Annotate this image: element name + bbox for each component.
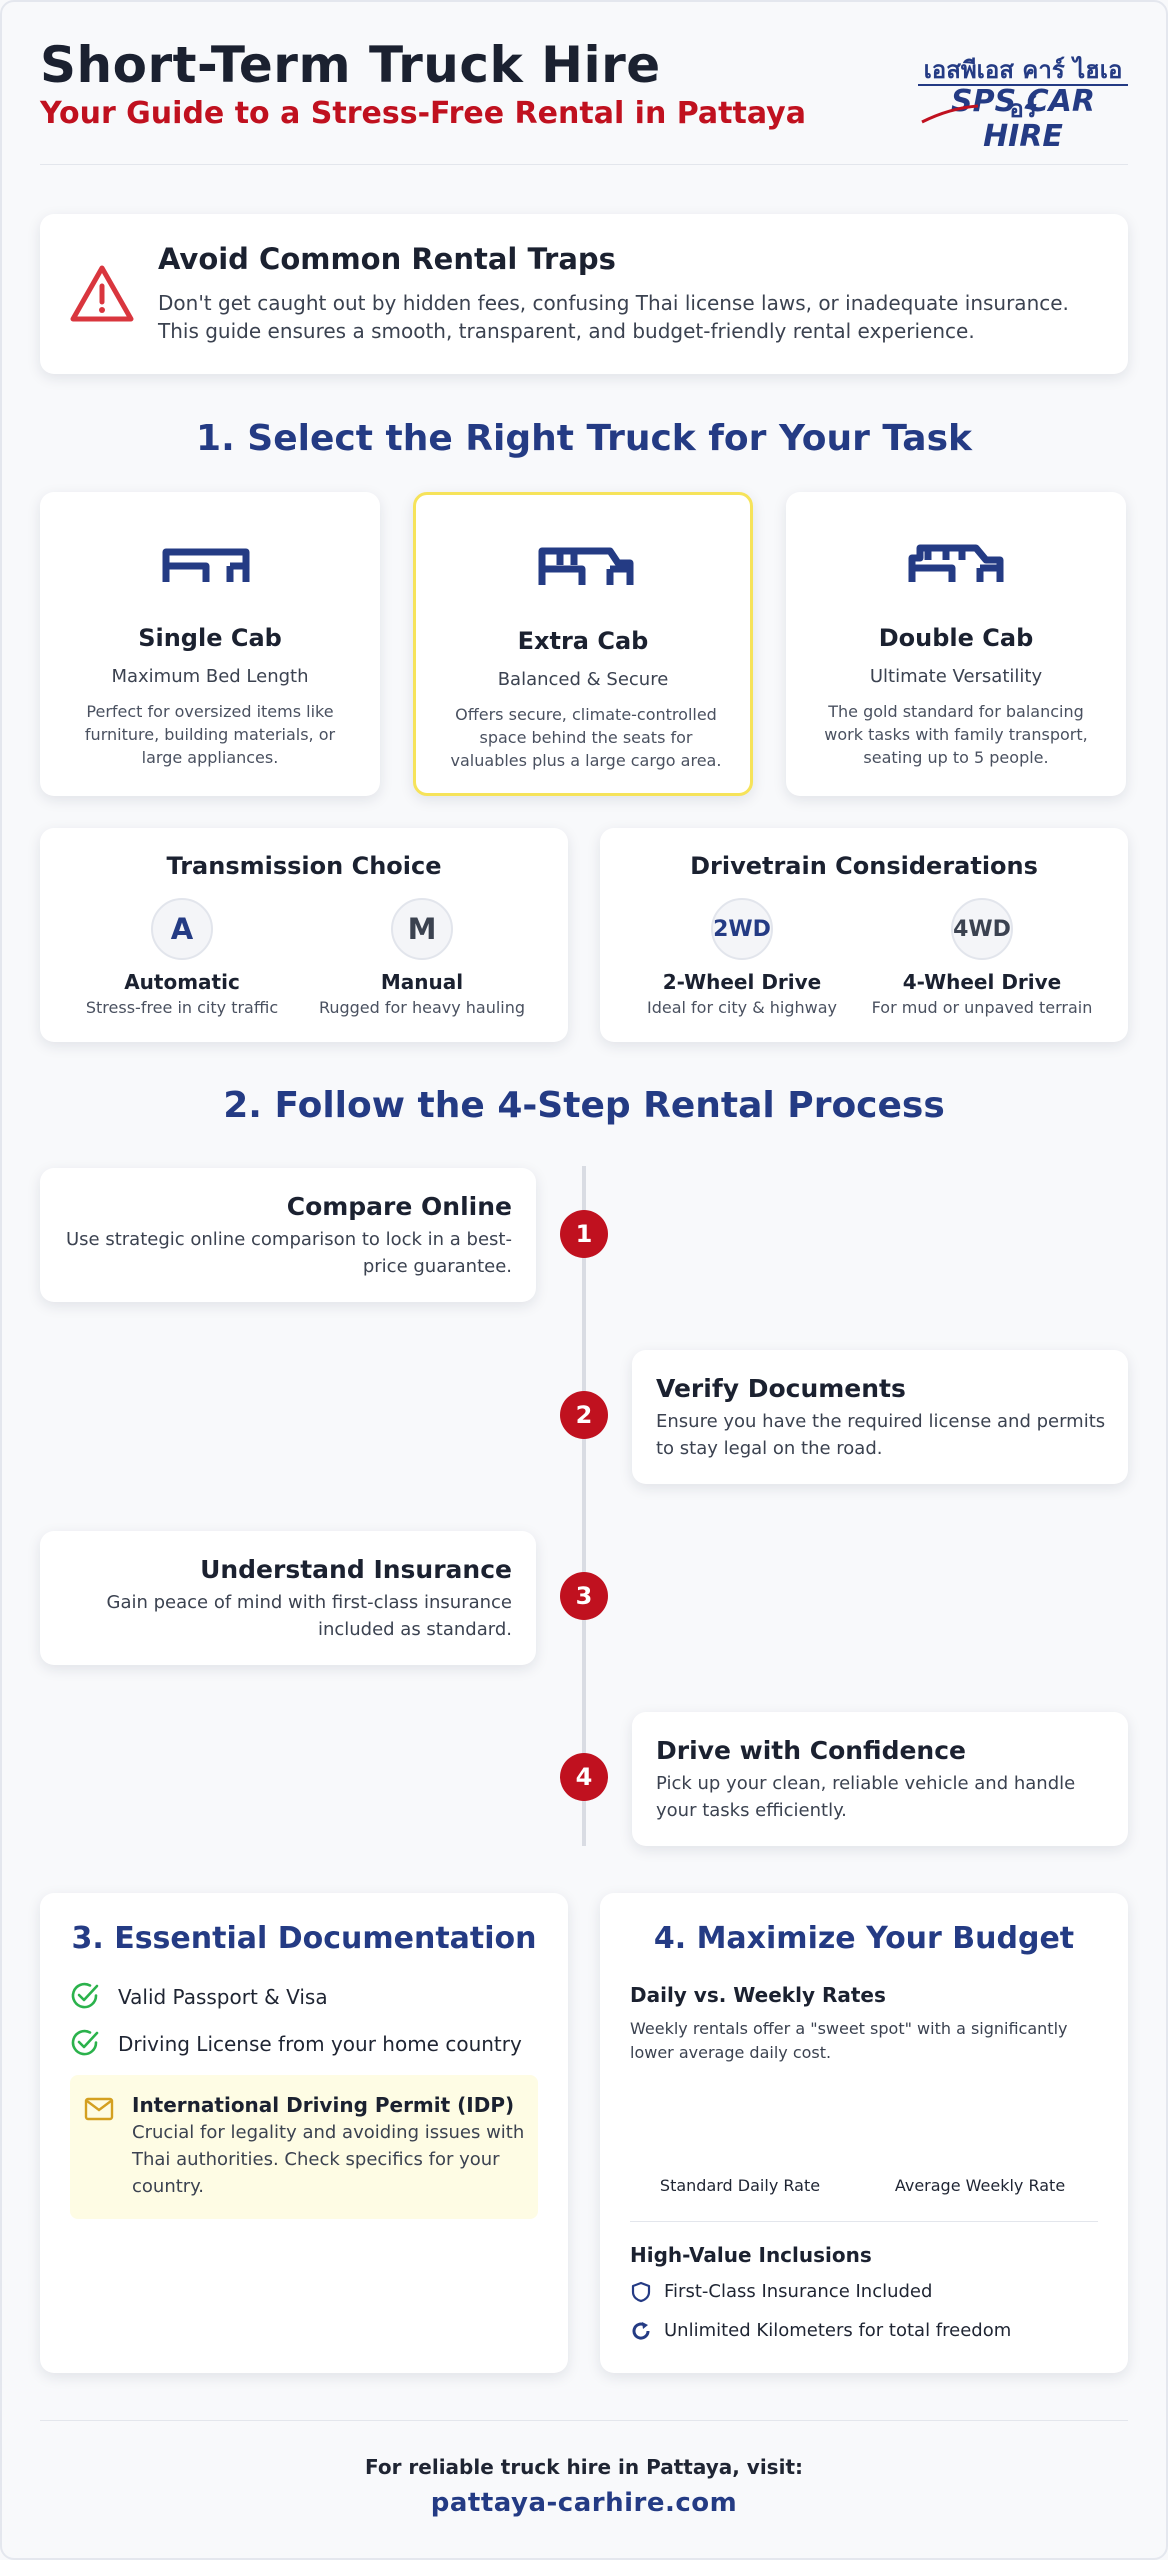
rates-text: Weekly rentals offer a "sweet spot" with… xyxy=(630,2019,1068,2062)
drivetrain-option-2wd[interactable]: 2WD 2-Wheel Drive Ideal for city & highw… xyxy=(622,898,862,1017)
truck-card-extra-cab[interactable]: Extra Cab Balanced & Secure Offers secur… xyxy=(413,492,753,796)
check-circle-icon xyxy=(71,2029,99,2056)
truck-name: Single Cab xyxy=(138,624,282,652)
alert-text: Don't get caught out by hidden fees, con… xyxy=(158,291,1069,343)
step-title: Verify Documents xyxy=(656,1374,906,1403)
2wd-badge: 2WD xyxy=(711,898,773,960)
step-text: Gain peace of mind with first-class insu… xyxy=(106,1592,512,1640)
logo-swoosh-icon xyxy=(921,104,979,124)
section4-heading: 4. Maximize Your Budget xyxy=(653,1921,1075,1956)
step-number-badge: 2 xyxy=(560,1391,608,1439)
step-card-verify-documents: Verify Documents Ensure you have the req… xyxy=(632,1350,1128,1484)
inclusions-title: High-Value Inclusions xyxy=(630,2243,872,2267)
doc-check-item: Driving License from your home country xyxy=(70,2028,540,2060)
option-name: 4-Wheel Drive xyxy=(902,970,1062,994)
truck-tagline: Balanced & Secure xyxy=(497,669,669,690)
step-card-drive-with-confidence: Drive with Confidence Pick up your clean… xyxy=(632,1712,1128,1846)
transmission-option-manual[interactable]: M Manual Rugged for heavy hauling xyxy=(302,898,542,1017)
budget-divider xyxy=(630,2221,1098,2222)
truck-tagline: Maximum Bed Length xyxy=(111,666,309,687)
page-subtitle: Your Guide to a Stress-Free Rental in Pa… xyxy=(40,96,806,131)
truck-name: Extra Cab xyxy=(517,627,649,655)
truck-single-cab-icon xyxy=(162,548,250,582)
truck-tagline: Ultimate Versatility xyxy=(869,666,1043,687)
step-text: Ensure you have the required license and… xyxy=(656,1411,1106,1459)
logo-divider xyxy=(918,84,1128,86)
option-desc: Ideal for city & highway xyxy=(646,998,837,1017)
inclusion-text: First-Class Insurance Included xyxy=(664,2281,933,2302)
step-number-badge: 4 xyxy=(560,1753,608,1801)
option-desc: Stress-free in city traffic xyxy=(85,998,279,1017)
option-name: Manual xyxy=(380,970,464,994)
chart-category-label: Average Weekly Rate xyxy=(894,2176,1066,2195)
step-title: Understand Insurance xyxy=(200,1555,512,1584)
step-number-badge: 3 xyxy=(560,1572,608,1620)
page-title: Short-Term Truck Hire xyxy=(40,36,661,94)
4wd-badge: 4WD xyxy=(951,898,1013,960)
drivetrain-card: Drivetrain Considerations 2WD 2-Wheel Dr… xyxy=(600,828,1128,1042)
manual-badge: M xyxy=(391,898,453,960)
truck-desc: The gold standard for balancing work tas… xyxy=(824,702,1088,767)
section1-heading: 1. Select the Right Truck for Your Task xyxy=(196,418,972,459)
footer-text: For reliable truck hire in Pattaya, visi… xyxy=(365,2455,803,2479)
shield-icon xyxy=(631,2281,651,2303)
alert-card: Avoid Common Rental Traps Don't get caug… xyxy=(40,214,1128,374)
transmission-title: Transmission Choice xyxy=(166,852,442,880)
truck-double-cab-icon xyxy=(908,544,1004,582)
header-divider xyxy=(40,164,1128,165)
truck-desc: Offers secure, climate-controlled space … xyxy=(450,705,722,770)
idp-title: International Driving Permit (IDP) xyxy=(132,2093,515,2117)
doc-check-item: Valid Passport & Visa xyxy=(70,1981,540,2013)
truck-desc: Perfect for oversized items like furnitu… xyxy=(84,702,336,767)
step-text: Pick up your clean, reliable vehicle and… xyxy=(656,1773,1076,1821)
inclusion-item: Unlimited Kilometers for total freedom xyxy=(630,2318,1100,2346)
truck-name: Double Cab xyxy=(878,624,1034,652)
truck-card-double-cab[interactable]: Double Cab Ultimate Versatility The gold… xyxy=(786,492,1126,796)
option-desc: For mud or unpaved terrain xyxy=(871,998,1093,1017)
step-title: Compare Online xyxy=(286,1192,512,1221)
inclusion-item: First-Class Insurance Included xyxy=(630,2279,1100,2307)
transmission-option-automatic[interactable]: A Automatic Stress-free in city traffic xyxy=(62,898,302,1017)
truck-card-single-cab[interactable]: Single Cab Maximum Bed Length Perfect fo… xyxy=(40,492,380,796)
drivetrain-option-4wd[interactable]: 4WD 4-Wheel Drive For mud or unpaved ter… xyxy=(862,898,1102,1017)
idp-callout: International Driving Permit (IDP) Cruci… xyxy=(70,2075,538,2219)
refresh-icon xyxy=(632,2322,650,2340)
inclusion-text: Unlimited Kilometers for total freedom xyxy=(664,2320,1012,2341)
doc-check-label: Valid Passport & Visa xyxy=(118,1985,328,2009)
transmission-card: Transmission Choice A Automatic Stress-f… xyxy=(40,828,568,1042)
warning-triangle-icon xyxy=(70,265,134,322)
rates-title: Daily vs. Weekly Rates xyxy=(630,1983,886,2007)
mail-icon xyxy=(84,2097,114,2121)
chart-category-label: Standard Daily Rate xyxy=(659,2176,821,2195)
drivetrain-title: Drivetrain Considerations xyxy=(690,852,1038,880)
footer-website-link[interactable]: pattaya-carhire.com xyxy=(430,2488,738,2518)
step-card-understand-insurance: Understand Insurance Gain peace of mind … xyxy=(40,1531,536,1665)
budget-card: 4. Maximize Your Budget Daily vs. Weekly… xyxy=(600,1893,1128,2373)
option-name: 2-Wheel Drive xyxy=(662,970,822,994)
documentation-card: 3. Essential Documentation Valid Passpor… xyxy=(40,1893,568,2373)
logo-main-text: SPS CAR HIRE xyxy=(951,84,1095,154)
section3-heading: 3. Essential Documentation xyxy=(71,1921,537,1956)
logo-thai-text: เอสพีเอส คาร์ ไฮเออร์ xyxy=(923,56,1123,123)
timeline-line xyxy=(582,1166,586,1846)
step-card-compare-online: Compare Online Use strategic online comp… xyxy=(40,1168,536,1302)
idp-text: Crucial for legality and avoiding issues… xyxy=(132,2122,525,2197)
step-title: Drive with Confidence xyxy=(656,1736,966,1765)
alert-title: Avoid Common Rental Traps xyxy=(158,242,616,276)
option-name: Automatic xyxy=(124,970,240,994)
check-circle-icon xyxy=(71,1982,99,2009)
option-desc: Rugged for heavy hauling xyxy=(318,998,526,1017)
automatic-badge: A xyxy=(151,898,213,960)
step-text: Use strategic online comparison to lock … xyxy=(65,1229,512,1277)
doc-check-label: Driving License from your home country xyxy=(118,2032,522,2056)
section2-heading: 2. Follow the 4-Step Rental Process xyxy=(223,1085,945,1126)
truck-extra-cab-icon xyxy=(538,547,634,585)
step-number-badge: 1 xyxy=(560,1210,608,1258)
footer-divider xyxy=(40,2420,1128,2421)
